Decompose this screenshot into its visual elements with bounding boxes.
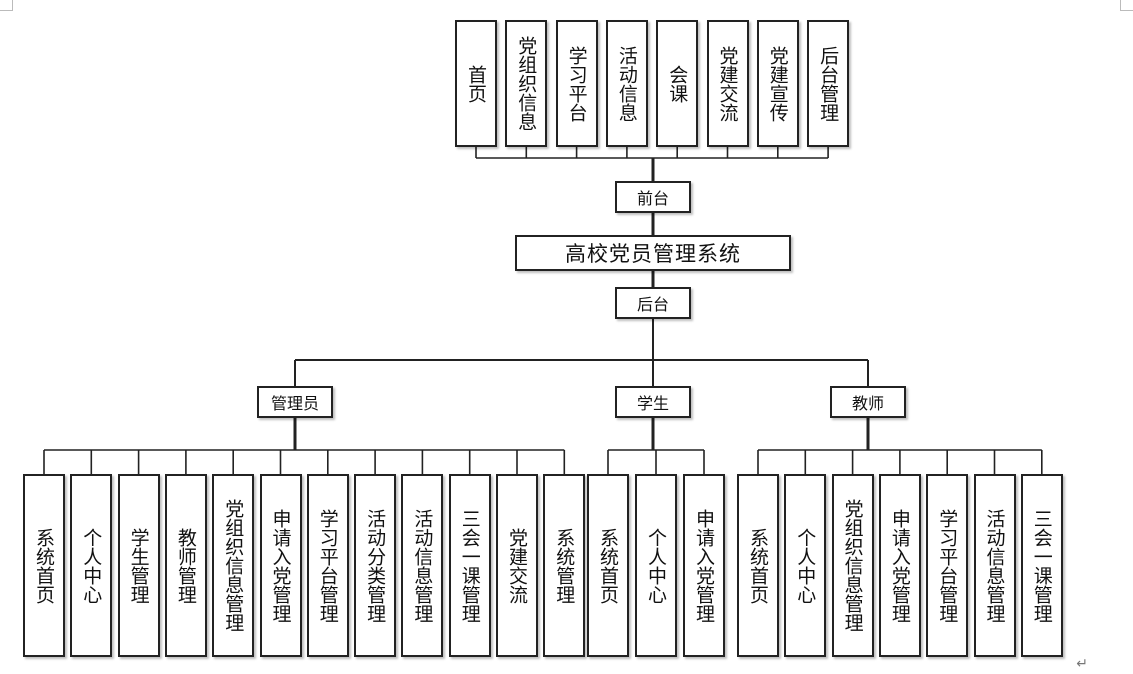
teacher-module-2-label: 个人中心 xyxy=(794,527,817,604)
front-module-8-label: 后台管理 xyxy=(817,45,840,122)
student-module-1-label: 系统首页 xyxy=(597,527,619,604)
student-module-2-label: 个人中心 xyxy=(645,527,667,604)
teacher-module-6-label: 活动信息管理 xyxy=(983,508,1006,623)
role-admin-label: 管理员 xyxy=(270,394,319,413)
teacher-module-7: 三会一课管理 xyxy=(1020,474,1063,657)
page-corner-left xyxy=(0,0,13,11)
teacher-module-6: 活动信息管理 xyxy=(973,474,1016,657)
teacher-module-4: 申请入党管理 xyxy=(878,474,921,657)
role-admin: 管理员 xyxy=(257,386,333,418)
teacher-module-3: 党组织信息管理 xyxy=(831,474,874,657)
front-module-1-label: 首页 xyxy=(465,64,487,103)
admin-module-2: 个人中心 xyxy=(70,474,113,657)
student-module-2: 个人中心 xyxy=(635,474,677,657)
admin-module-8-label: 活动分类管理 xyxy=(364,508,387,623)
admin-module-3-label: 学生管理 xyxy=(127,527,150,604)
role-teacher: 教师 xyxy=(830,386,906,418)
front-node: 前台 xyxy=(615,181,691,213)
admin-module-1: 系统首页 xyxy=(23,474,65,657)
front-module-1: 首页 xyxy=(455,20,497,147)
return-mark: ↵ xyxy=(1076,656,1088,672)
front-module-4: 活动信息 xyxy=(605,20,648,147)
teacher-module-5-label: 学习平台管理 xyxy=(936,508,959,623)
admin-module-8: 活动分类管理 xyxy=(354,474,397,657)
front-module-3: 学习平台 xyxy=(555,20,598,147)
teacher-module-4-label: 申请入党管理 xyxy=(888,508,911,623)
teacher-module-1-label: 系统首页 xyxy=(747,527,769,604)
student-module-3-label: 申请入党管理 xyxy=(693,508,715,623)
front-label: 前台 xyxy=(636,189,669,208)
front-module-6-label: 党建交流 xyxy=(716,45,739,122)
admin-module-7: 学习平台管理 xyxy=(306,474,349,657)
root-title: 高校党员管理系统 xyxy=(565,242,741,266)
back-node: 后台 xyxy=(615,287,691,319)
admin-module-11: 党建交流 xyxy=(496,474,538,657)
front-module-7-label: 党建宣传 xyxy=(766,45,789,122)
role-student: 学生 xyxy=(615,386,691,418)
front-module-5-label: 会课 xyxy=(666,64,689,103)
admin-module-10-label: 三会一课管理 xyxy=(458,508,481,623)
admin-module-5: 党组织信息管理 xyxy=(212,474,255,657)
admin-module-3: 学生管理 xyxy=(117,474,160,657)
back-label: 后台 xyxy=(636,295,669,314)
teacher-module-3-label: 党组织信息管理 xyxy=(841,499,864,632)
admin-module-6-label: 申请入党管理 xyxy=(269,508,292,623)
front-module-8: 后台管理 xyxy=(807,20,850,147)
teacher-module-1: 系统首页 xyxy=(737,474,779,657)
front-module-4-label: 活动信息 xyxy=(615,45,638,122)
admin-module-9-label: 活动信息管理 xyxy=(411,508,434,623)
admin-module-6: 申请入党管理 xyxy=(259,474,302,657)
teacher-module-5: 学习平台管理 xyxy=(926,474,969,657)
admin-module-2-label: 个人中心 xyxy=(80,527,103,604)
admin-module-9: 活动信息管理 xyxy=(401,474,444,657)
page-corner-right xyxy=(1120,0,1133,11)
teacher-module-7-label: 三会一课管理 xyxy=(1030,508,1053,623)
student-module-1: 系统首页 xyxy=(587,474,629,657)
front-module-6: 党建交流 xyxy=(706,20,749,147)
admin-module-10: 三会一课管理 xyxy=(448,474,491,657)
admin-module-1-label: 系统首页 xyxy=(33,527,55,604)
front-module-2: 党组织信息 xyxy=(505,20,548,147)
admin-module-7-label: 学习平台管理 xyxy=(316,508,339,623)
role-student-label: 学生 xyxy=(636,394,669,413)
admin-module-11-label: 党建交流 xyxy=(506,527,528,604)
front-module-5: 会课 xyxy=(656,20,699,147)
root-node: 高校党员管理系统 xyxy=(515,235,791,271)
front-module-7: 党建宣传 xyxy=(756,20,799,147)
admin-module-4-label: 教师管理 xyxy=(174,527,197,604)
admin-module-12-label: 系统管理 xyxy=(553,527,576,604)
admin-module-12: 系统管理 xyxy=(543,474,586,657)
admin-module-5-label: 党组织信息管理 xyxy=(222,499,245,632)
role-teacher-label: 教师 xyxy=(851,394,884,413)
teacher-module-2: 个人中心 xyxy=(784,474,827,657)
front-module-2-label: 党组织信息 xyxy=(515,36,538,131)
student-module-3: 申请入党管理 xyxy=(683,474,725,657)
front-module-3-label: 学习平台 xyxy=(565,45,588,122)
admin-module-4: 教师管理 xyxy=(164,474,207,657)
